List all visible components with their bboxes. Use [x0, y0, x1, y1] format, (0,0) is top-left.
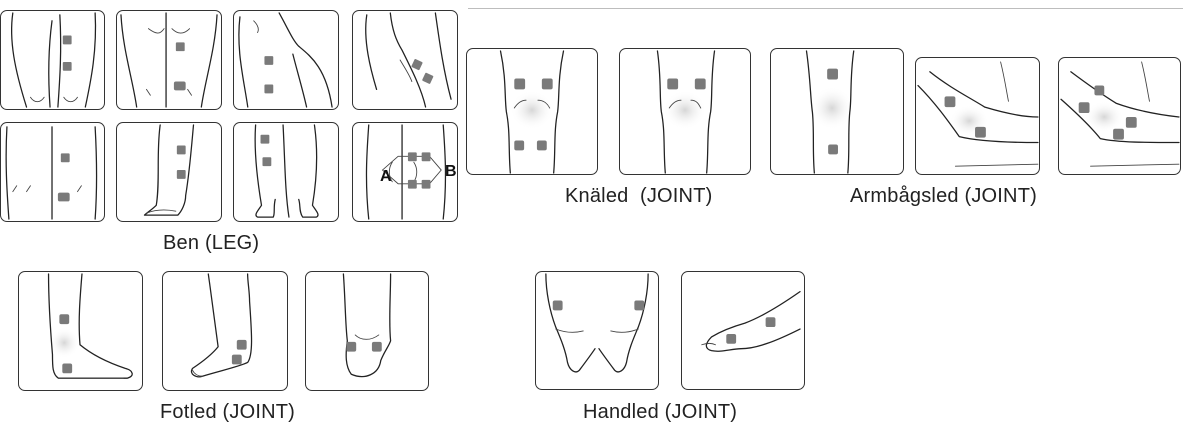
- ankle-panel-1: [18, 271, 143, 391]
- knee-3-illustration: [771, 49, 903, 174]
- leg-panel-side-hamstring: [352, 10, 458, 110]
- electrode-pad: [537, 141, 547, 151]
- electrode-pad: [346, 342, 356, 352]
- knee-panel-2: [619, 48, 751, 175]
- wrist-panel-1: [535, 271, 659, 390]
- elbow-1-illustration: [916, 58, 1039, 174]
- ankle-panel-2: [162, 271, 288, 391]
- wrist-2-illustration: [682, 272, 804, 389]
- elbow-2-illustration: [1059, 58, 1180, 174]
- leg-panel-front-thigh: [0, 10, 105, 110]
- front-shin-illustration: [1, 123, 104, 221]
- electrode-pad: [1094, 86, 1104, 96]
- electrode-pad: [372, 342, 382, 352]
- wrist-panel-2: [681, 271, 805, 390]
- electrode-pad: [177, 146, 186, 155]
- electrode-pad: [176, 42, 185, 51]
- caption-knee: Knäled (JOINT): [565, 185, 712, 208]
- electrode-pad: [177, 170, 186, 179]
- caption-leg: Ben (LEG): [163, 232, 259, 255]
- electrode-pad: [514, 141, 524, 151]
- knee-panel-3: [770, 48, 904, 175]
- ankle-1-illustration: [19, 272, 142, 390]
- elbow-panel-2: [1058, 57, 1181, 175]
- electrode-pad: [542, 79, 553, 90]
- electrode-pad: [232, 355, 242, 365]
- caption-elbow: Armbågsled (JOINT): [850, 185, 1037, 208]
- electrode-pad: [264, 56, 273, 65]
- electrode-pad: [975, 127, 986, 138]
- back-thigh-illustration: [117, 11, 221, 109]
- electrode-pad: [59, 314, 69, 324]
- side-thigh-illustration: [234, 11, 338, 109]
- electrode-pad: [422, 180, 431, 189]
- electrode-pad: [411, 59, 423, 71]
- back-calf-illustration: [234, 123, 338, 221]
- leg-panel-side-calf: [116, 122, 222, 222]
- electrode-pad: [1113, 129, 1124, 140]
- electrode-pad: [174, 82, 186, 91]
- electrode-pad: [422, 152, 431, 161]
- leg-panel-back-calf: [233, 122, 339, 222]
- elbow-panel-1: [915, 57, 1040, 175]
- point-label-b: B: [445, 163, 457, 181]
- electrode-pad: [63, 62, 72, 71]
- point-label-a: A: [380, 168, 392, 186]
- front-thigh-illustration: [1, 11, 104, 109]
- knee-2-illustration: [620, 49, 750, 174]
- electrode-pad: [634, 301, 644, 311]
- electrode-pad: [1126, 117, 1137, 128]
- electrode-pad: [63, 36, 72, 45]
- leg-panel-front-shin: [0, 122, 105, 222]
- electrode-pad: [408, 180, 417, 189]
- leg-panel-back-thigh: [116, 10, 222, 110]
- side-calf-illustration: [117, 123, 221, 221]
- electrode-pad: [264, 85, 273, 94]
- top-divider-line: [468, 8, 1183, 9]
- electrode-pad: [61, 153, 70, 162]
- knee-panel-1: [466, 48, 598, 175]
- knee-1-illustration: [467, 49, 597, 174]
- electrode-pad: [766, 317, 776, 327]
- electrode-pad: [553, 301, 563, 311]
- electrode-pad: [514, 79, 525, 90]
- caption-wrist: Handled (JOINT): [583, 401, 737, 424]
- electrode-pad: [827, 69, 838, 80]
- electrode-pad: [828, 144, 838, 154]
- electrode-pad: [726, 334, 736, 344]
- leg-panel-knee-ab: A B: [352, 122, 458, 222]
- electrode-pad: [408, 152, 417, 161]
- leg-panel-side-thigh: [233, 10, 339, 110]
- electrode-pad: [237, 340, 247, 350]
- electrode-pad: [945, 96, 956, 107]
- electrode-pad: [261, 135, 270, 144]
- wrist-1-illustration: [536, 272, 658, 389]
- ankle-panel-3: [305, 271, 429, 391]
- electrode-pad: [422, 72, 434, 84]
- knee-ab-illustration: [353, 123, 457, 221]
- ankle-3-illustration: [306, 272, 428, 390]
- caption-ankle: Fotled (JOINT): [160, 401, 295, 424]
- electrode-pad: [667, 79, 678, 90]
- electrode-pad: [262, 157, 271, 166]
- electrode-pad: [1079, 102, 1090, 113]
- electrode-pad: [62, 363, 72, 373]
- side-hamstring-illustration: [353, 11, 457, 109]
- electrode-pad: [695, 79, 706, 90]
- electrode-pad: [58, 193, 70, 202]
- ankle-2-illustration: [163, 272, 287, 390]
